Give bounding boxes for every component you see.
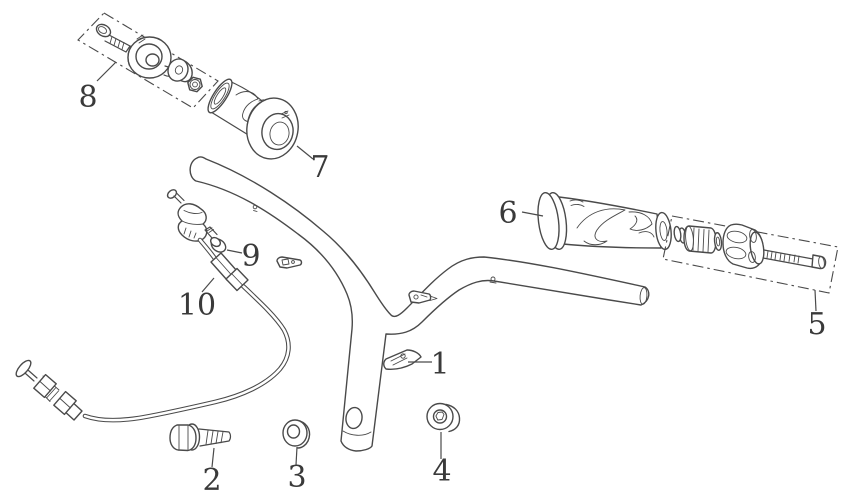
callout-10: 10 <box>178 277 216 323</box>
grip-logo-mark <box>569 199 585 207</box>
grip-body <box>558 196 662 249</box>
tube-end-opening <box>639 287 648 305</box>
assembly-box-5 <box>662 215 839 294</box>
part-throttle-pipe <box>207 78 299 160</box>
callout-2: 2 <box>202 447 222 496</box>
part-flange-nut <box>426 402 461 433</box>
bar-hole-right <box>490 276 496 282</box>
part-cap-nut <box>282 419 311 449</box>
callout-9-label: 9 <box>241 239 260 274</box>
bar-clip <box>408 290 432 304</box>
part-throttle-cable <box>15 189 291 423</box>
callout-4: 4 <box>432 432 452 489</box>
callout-8: 8 <box>78 61 117 115</box>
stem-hole <box>345 406 363 430</box>
cable-guide-tab <box>276 256 303 269</box>
callout-5: 5 <box>807 289 827 342</box>
callout-9: 9 <box>226 239 261 274</box>
callout-5-label: 5 <box>807 307 826 342</box>
callout-4-label: 4 <box>432 454 451 489</box>
callout-1: 1 <box>408 347 450 382</box>
callout-7-label: 7 <box>310 150 329 185</box>
part-bar-end-assembly <box>662 215 839 294</box>
callout-7: 7 <box>296 145 330 185</box>
callout-10-label: 10 <box>178 288 216 323</box>
callout-6: 6 <box>498 196 544 231</box>
callout-3-label: 3 <box>287 460 306 495</box>
part-hex-bolt <box>169 423 232 452</box>
callout-3: 3 <box>287 446 307 495</box>
part-switch-assembly <box>77 12 219 109</box>
callout-8-label: 8 <box>78 80 97 115</box>
part-handlebar <box>189 156 650 452</box>
bar-hole-left <box>252 204 258 210</box>
stem-bracket-tab <box>383 349 422 370</box>
callout-2-label: 2 <box>202 463 221 496</box>
part-grip <box>537 191 672 251</box>
part-screw <box>204 226 227 253</box>
callout-1-label: 1 <box>430 347 449 382</box>
callout-6-label: 6 <box>498 196 517 231</box>
